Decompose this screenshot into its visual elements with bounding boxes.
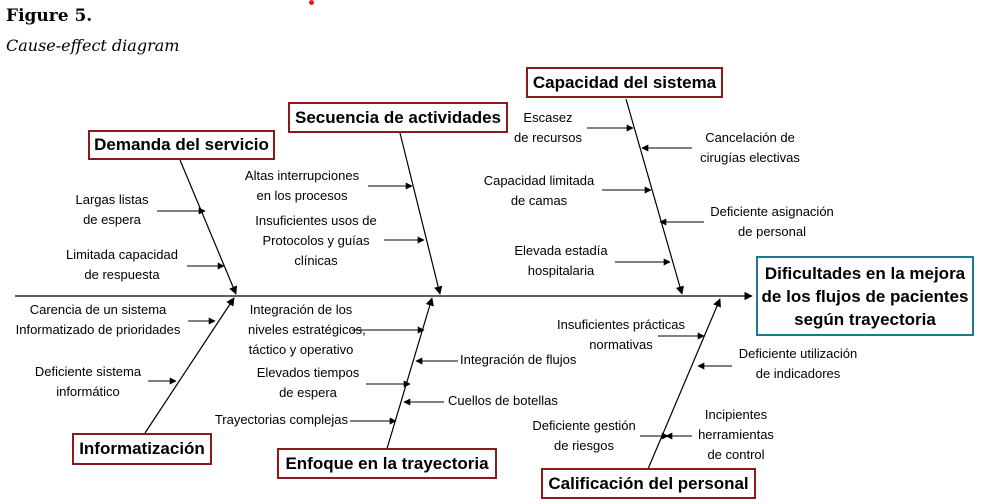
cause-cuellos-botellas: Cuellos de botellas bbox=[448, 393, 558, 408]
cause-deficiente-utilizacion: Deficiente utilización de indicadores bbox=[738, 346, 858, 381]
figure-label: Figure 5. bbox=[6, 6, 93, 26]
cause-limitada-capacidad: Limitada capacidad de respuesta bbox=[65, 247, 179, 282]
category-enfoque: Enfoque en la trayectoria bbox=[277, 448, 497, 479]
cause-largas-listas: Largas listas de espera bbox=[75, 192, 149, 227]
cause-trayectorias-complejas: Trayectorias complejas bbox=[214, 412, 348, 427]
cause-asignacion: Deficiente asignación de personal bbox=[710, 204, 834, 239]
cause-gestion-riesgos: Deficiente gestión de riesgos bbox=[532, 418, 636, 453]
bone-demanda bbox=[179, 159, 237, 295]
effect-line-2: de los flujos de pacientes bbox=[761, 286, 969, 306]
effect-line-3: según trayectoria bbox=[794, 309, 936, 329]
cause-integracion-flujos: Integración de flujos bbox=[460, 352, 577, 367]
bone-secuencia bbox=[399, 132, 443, 295]
effect-box: Dificultades en la mejora de los flujos … bbox=[756, 256, 974, 336]
cause-estadia: Elevada estadía hospitalaria bbox=[514, 243, 608, 278]
cause-capacidad-camas: Capacidad limitada de camas bbox=[483, 173, 595, 208]
cause-incipientes-herramientas: Incipientes herramientas de control bbox=[698, 407, 774, 462]
bone-capacidad bbox=[625, 98, 684, 295]
bone-calificacion bbox=[647, 298, 721, 470]
effect-line-1: Dificultades en la mejora bbox=[764, 263, 966, 283]
category-capacidad: Capacidad del sistema bbox=[526, 67, 723, 98]
cause-deficiente-sistema: Deficiente sistema informático bbox=[34, 364, 142, 399]
cause-integracion-niveles: Integración de los niveles estratégicos,… bbox=[248, 302, 366, 357]
cause-elevados-tiempos: Elevados tiempos de espera bbox=[256, 365, 360, 400]
red-dot-mark bbox=[309, 0, 314, 5]
cause-altas-interrupciones: Altas interrupciones en los procesos bbox=[244, 168, 360, 203]
bone-enfoque bbox=[385, 297, 434, 453]
category-calificacion: Calificación del personal bbox=[541, 468, 756, 499]
cause-protocolos: Insuficientes usos de Protocolos y guías… bbox=[255, 213, 377, 268]
category-informatizacion: Informatización bbox=[72, 433, 212, 465]
cause-cancelacion: Cancelación de cirugías electivas bbox=[700, 130, 800, 165]
category-demanda: Demanda del servicio bbox=[88, 130, 275, 160]
cause-escasez: Escasez de recursos bbox=[514, 110, 582, 145]
cause-carencia: Carencia de un sistema Informatizado de … bbox=[15, 302, 181, 337]
bone-informatizacion bbox=[144, 297, 235, 434]
cause-practicas-normativas: Insuficientes prácticas normativas bbox=[557, 317, 685, 352]
figure-caption: Cause-effect diagram bbox=[6, 36, 180, 55]
category-secuencia: Secuencia de actividades bbox=[288, 102, 508, 133]
